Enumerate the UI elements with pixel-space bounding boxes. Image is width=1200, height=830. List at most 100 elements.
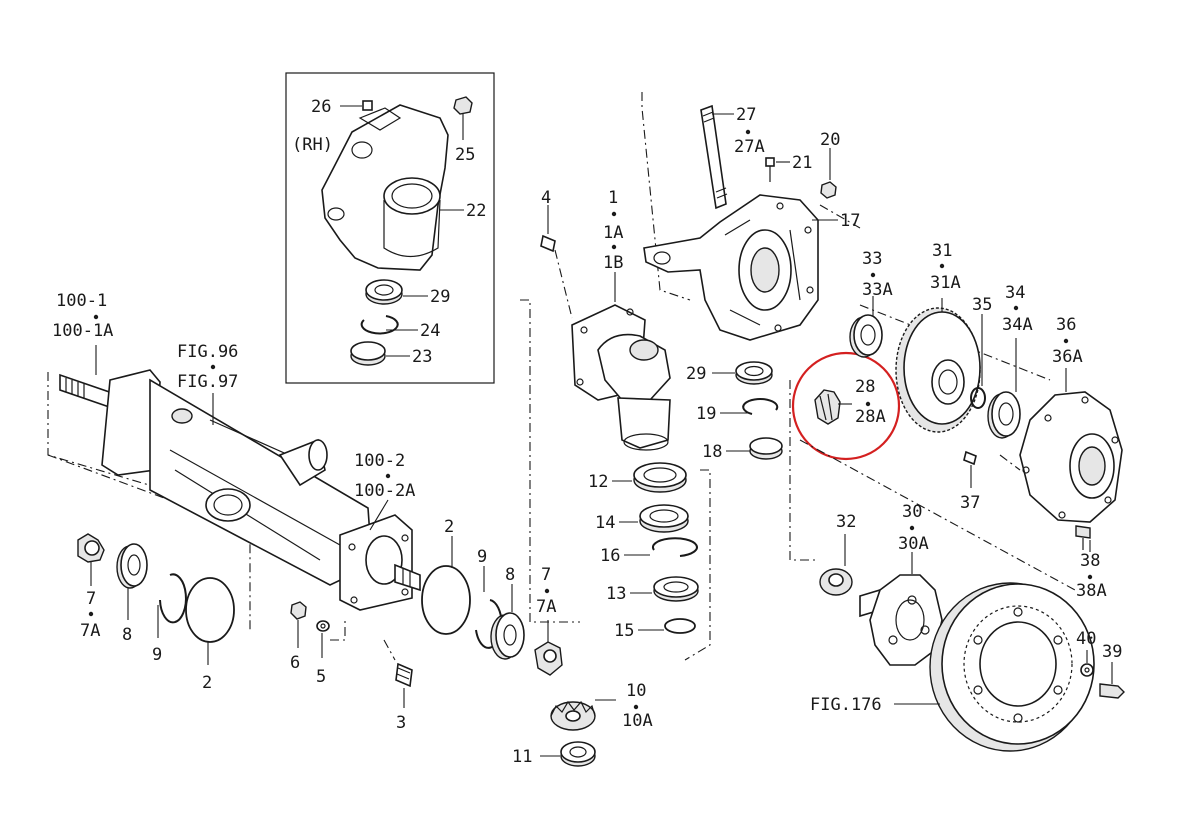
part-32-thrust-washer — [819, 534, 853, 596]
part-11-bearing — [540, 741, 596, 767]
label-1b: 1B — [603, 253, 623, 273]
label-1a: 1A — [603, 223, 623, 243]
part-3-stud — [383, 639, 413, 708]
label-13: 13 — [606, 584, 626, 604]
part-15-ring — [638, 618, 696, 634]
part-22-housing — [321, 104, 464, 271]
label-10a: 10A — [622, 711, 653, 731]
part-21-bolt — [765, 157, 790, 182]
part-13-seal — [630, 576, 699, 602]
part-5-washer — [316, 620, 330, 658]
label-24: 24 — [420, 321, 440, 341]
part-12-seal — [612, 462, 687, 493]
label-17: 17 — [840, 211, 860, 231]
label-34a: 34A — [1002, 315, 1033, 335]
label-100-1: 100-1 — [56, 291, 107, 311]
part-28-pinion — [814, 389, 852, 425]
label-7-right: 7 — [541, 565, 551, 585]
label-36a: 36A — [1052, 347, 1083, 367]
label-29-right: 29 — [686, 364, 706, 384]
part-37-pin — [963, 450, 977, 488]
label-35: 35 — [972, 295, 992, 315]
label-22: 22 — [466, 201, 486, 221]
label-1: 1 — [608, 188, 618, 208]
part-38-bolt — [1075, 525, 1091, 552]
label-30: 30 — [902, 502, 922, 522]
label-9-left: 9 — [152, 645, 162, 665]
label-34: 34 — [1005, 283, 1025, 303]
label-26: 26 — [311, 97, 331, 117]
label-10: 10 — [626, 681, 646, 701]
label-31a: 31A — [930, 273, 961, 293]
label-19: 19 — [696, 404, 716, 424]
label-33: 33 — [862, 249, 882, 269]
label-5: 5 — [316, 667, 326, 687]
label-100-2: 100-2 — [354, 451, 405, 471]
label-39: 39 — [1102, 642, 1122, 662]
label-23: 23 — [412, 347, 432, 367]
part-1-kingpin-housing — [571, 272, 671, 451]
label-28a: 28A — [855, 407, 886, 427]
axle-tube-assembly — [47, 345, 421, 641]
label-14: 14 — [595, 513, 615, 533]
inset-frame — [285, 72, 495, 384]
part-14-bearing — [619, 504, 689, 533]
rh-inset: (RH) 26 25 22 — [285, 72, 495, 384]
label-36: 36 — [1056, 315, 1076, 335]
part-27-shaft — [700, 104, 734, 210]
label-7-left: 7 — [86, 589, 96, 609]
label-11: 11 — [512, 747, 532, 767]
part-34-bearing — [987, 338, 1021, 439]
part-33-bearing — [849, 296, 883, 358]
part-9-snap-ring-left — [157, 573, 187, 638]
part-19-snap-ring — [720, 398, 779, 415]
label-27a: 27A — [734, 137, 765, 157]
part-8-bearing-right — [490, 584, 525, 660]
label-40: 40 — [1076, 629, 1096, 649]
label-12: 12 — [588, 472, 608, 492]
part-24-snap-ring — [360, 315, 418, 335]
label-100-1a: 100-1A — [52, 321, 113, 341]
part-39-bolt — [1099, 662, 1125, 699]
part-8-bearing-left — [116, 543, 148, 620]
part-29-bearing-right — [712, 361, 773, 385]
label-28: 28 — [855, 377, 875, 397]
part-23-seal — [350, 341, 410, 366]
label-38: 38 — [1080, 551, 1100, 571]
part-40-washer — [1080, 650, 1094, 677]
part-29-bearing-inset — [365, 279, 428, 305]
label-fig-97: FIG.97 — [177, 372, 238, 392]
label-20: 20 — [820, 130, 840, 150]
label-25: 25 — [455, 145, 475, 165]
label-30a: 30A — [898, 534, 929, 554]
part-17-steering-knuckle — [643, 194, 838, 341]
label-7a-right: 7A — [536, 597, 556, 617]
part-16-snap-ring — [624, 537, 698, 557]
part-2-oring-right — [421, 536, 471, 635]
part-25-nut — [453, 96, 473, 140]
wheel-disc-fig-176 — [894, 582, 1095, 752]
label-27: 27 — [736, 105, 756, 125]
part-2-oring-left — [185, 577, 235, 665]
part-35-ring — [970, 314, 986, 409]
label-7a-left: 7A — [80, 621, 100, 641]
label-2-right: 2 — [444, 517, 454, 537]
label-29-inset: 29 — [430, 287, 450, 307]
part-26-bolt — [340, 100, 373, 111]
label-fig-176: FIG.176 — [810, 695, 882, 715]
label-8-left: 8 — [122, 625, 132, 645]
label-3: 3 — [396, 713, 406, 733]
label-33a: 33A — [862, 280, 893, 300]
label-18: 18 — [702, 442, 722, 462]
label-4: 4 — [541, 188, 551, 208]
part-18-seal — [726, 437, 783, 460]
part-4-pin — [540, 205, 573, 319]
label-9-right: 9 — [477, 547, 487, 567]
part-7-pinion-right — [534, 620, 563, 676]
part-36-hub-cover — [1019, 368, 1123, 523]
part-20-nut — [820, 148, 837, 199]
inset-side-label: (RH) — [292, 135, 333, 155]
label-32: 32 — [836, 512, 856, 532]
